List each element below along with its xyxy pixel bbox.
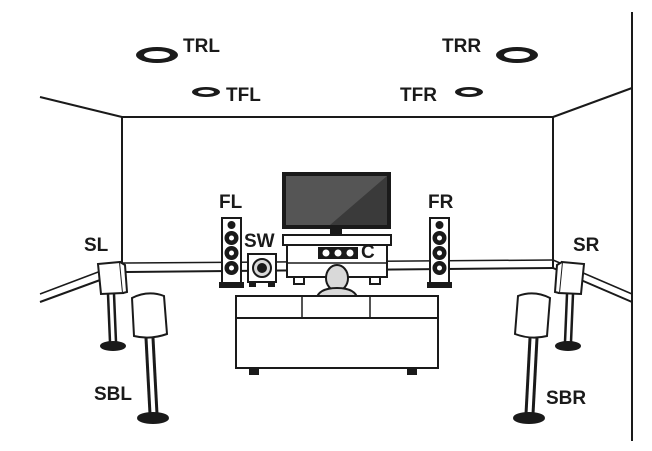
label-tfr: TFR <box>400 85 437 106</box>
front-right-speaker <box>427 217 452 288</box>
label-sr: SR <box>573 235 600 256</box>
label-fr: FR <box>428 192 454 213</box>
label-trl: TRL <box>183 36 220 57</box>
label-trr: TRR <box>442 36 481 57</box>
surround-back-right-speaker <box>513 292 552 424</box>
label-sbr: SBR <box>546 388 586 409</box>
surround-right-speaker <box>553 260 586 351</box>
television <box>282 172 391 235</box>
label-sbl: SBL <box>94 384 132 405</box>
front-left-speaker <box>219 217 244 288</box>
surround-back-left-speaker <box>130 292 169 424</box>
ceiling-speaker-tfl <box>192 87 220 97</box>
ceiling-speaker-trl <box>136 47 178 63</box>
center-speaker <box>318 247 358 259</box>
ceiling-right-edge <box>552 87 633 118</box>
label-sw: SW <box>244 231 275 252</box>
label-tfl: TFL <box>226 85 261 106</box>
label-fl: FL <box>219 192 243 213</box>
ceiling-speaker-trr <box>496 47 538 63</box>
label-c: C <box>361 242 375 263</box>
sofa <box>235 295 439 375</box>
surround-left-speaker <box>96 260 129 351</box>
ceiling-left-edge <box>39 96 123 118</box>
label-sl: SL <box>84 235 109 256</box>
subwoofer <box>247 253 277 287</box>
ceiling-speaker-tfr <box>455 87 483 97</box>
